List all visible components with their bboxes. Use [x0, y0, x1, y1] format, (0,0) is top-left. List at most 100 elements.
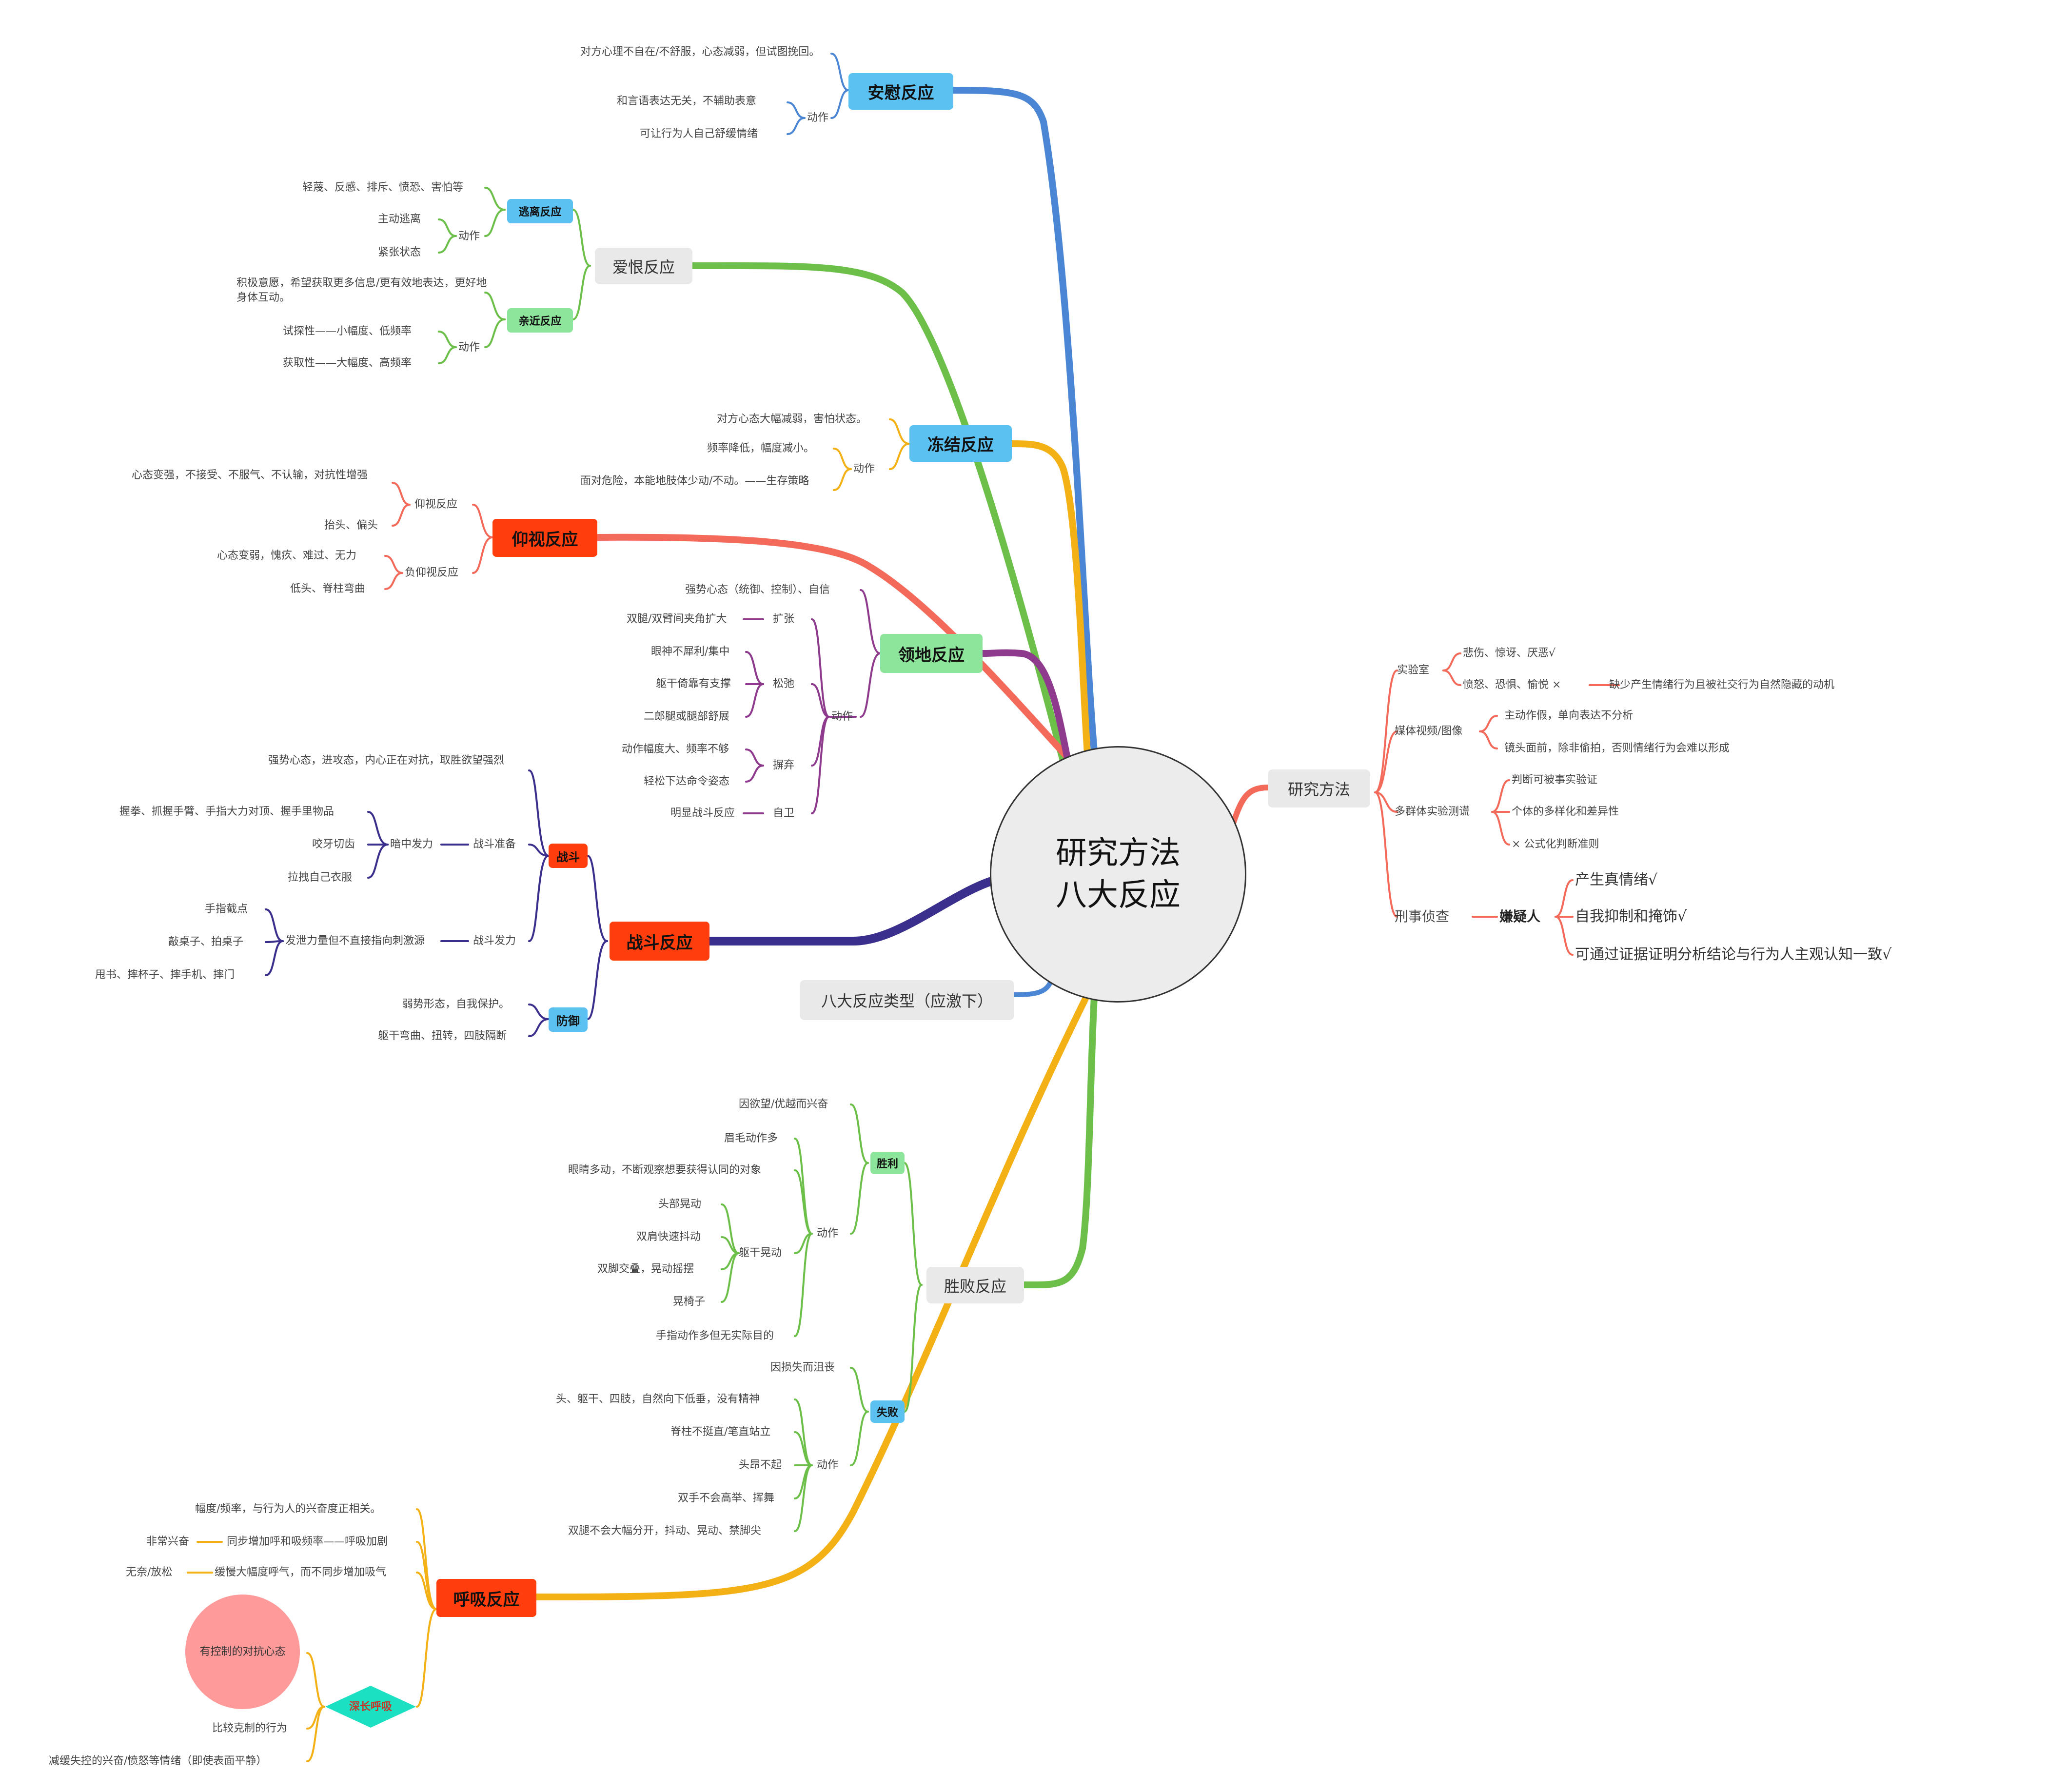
- topic-comfort[interactable]: 安慰反应: [848, 73, 953, 110]
- topic-approach[interactable]: 亲近反应: [507, 308, 573, 333]
- topic-fight[interactable]: 战斗反应: [610, 922, 709, 961]
- look-up-desc: 心态变强，不接受、不服气、不认输，对抗性增强: [132, 469, 368, 481]
- topic-battle[interactable]: 战斗: [549, 844, 588, 868]
- deep-breath-1: 比较克制的行为: [212, 1722, 288, 1734]
- win-torso-2: 双肩快速抖动: [636, 1231, 701, 1243]
- win-eyebrow: 眉毛动作多: [724, 1132, 778, 1144]
- method-criminal-2: 自我抑制和掩饰√: [1575, 908, 1687, 925]
- freeze-action-label: 动作: [853, 463, 875, 475]
- branch-method: [1228, 785, 1271, 832]
- branch-winlose: [1021, 984, 1098, 1289]
- types-topic[interactable]: 八大反应类型（应激下）: [800, 980, 1014, 1020]
- method-group-3: × 公式化判断准则: [1512, 838, 1599, 850]
- win-torso: 躯干晃动: [739, 1247, 782, 1259]
- topic-defense[interactable]: 防御: [549, 1007, 588, 1032]
- method-lab-bad: 愤怒、恐惧、愉悦 ×: [1463, 679, 1561, 691]
- method-media: 媒体视频/图像: [1395, 725, 1463, 737]
- central-topic-line2: 八大反应: [1056, 877, 1181, 913]
- battle-prep: 战斗准备: [473, 838, 516, 850]
- territory-dispose-1: 动作幅度大、频率不够: [622, 743, 729, 755]
- breath-desc: 幅度/频率，与行为人的兴奋度正相关。: [195, 1503, 381, 1515]
- breath-slow: 缓慢大幅度呼气，而不同步增加吸气: [215, 1566, 387, 1578]
- look-down-desc: 心态变弱，愧疚、难过、无力: [217, 550, 357, 562]
- territory-relax: 松弛: [773, 678, 795, 690]
- topic-method[interactable]: 研究方法: [1268, 769, 1370, 807]
- method-lab: 实验室: [1397, 664, 1430, 676]
- breath-fast-tag: 非常兴奋: [146, 1536, 190, 1548]
- method-media-2: 镜头面前，除非偷拍，否则情绪行为会难以形成: [1504, 742, 1730, 754]
- freeze-action-1: 频率降低，幅度减小。: [707, 442, 815, 454]
- lose-3: 头昂不起: [739, 1459, 782, 1471]
- win-action-label: 动作: [817, 1227, 839, 1240]
- avoid-desc: 轻蔑、反感、排斥、愤恐、害怕等: [302, 181, 464, 194]
- territory-desc: 强势心态（统御、控制）、自信: [685, 584, 830, 596]
- topic-win[interactable]: 胜利: [870, 1152, 905, 1174]
- battle-power-1: 手指截点: [205, 903, 248, 915]
- defense-1: 弱势形态，自我保护。: [402, 998, 510, 1010]
- method-criminal-1: 产生真情绪√: [1575, 871, 1658, 888]
- avoid-action-1: 主动逃离: [378, 213, 421, 225]
- comfort-action-2: 可让行为人自己舒缓情绪: [640, 128, 758, 140]
- central-topic[interactable]: 研究方法 八大反应: [990, 746, 1246, 1003]
- avoid-action-label: 动作: [458, 230, 480, 242]
- method-criminal: 刑事侦查: [1395, 908, 1450, 925]
- lose-1: 头、躯干、四肢，自然向下低垂，没有精神: [556, 1393, 760, 1405]
- deep-breath-diamond[interactable]: [324, 1685, 417, 1729]
- territory-action-label: 动作: [831, 710, 853, 723]
- look-up-action: 抬头、偏头: [324, 519, 378, 532]
- territory-dispose-2: 轻松下达命令姿态: [644, 775, 730, 788]
- topic-look[interactable]: 仰视反应: [492, 519, 597, 557]
- method-suspect: 嫌疑人: [1499, 908, 1541, 925]
- lose-action-label: 动作: [817, 1459, 839, 1471]
- approach-desc: 积极意愿，希望获取更多信息/更有效地表达，更好地身体互动。: [236, 277, 487, 304]
- comfort-action-1: 和言语表达无关，不辅助表意: [617, 95, 757, 107]
- topic-freeze[interactable]: 冻结反应: [909, 425, 1012, 462]
- topic-territory[interactable]: 领地反应: [880, 634, 983, 673]
- central-topic-line1: 研究方法: [1056, 835, 1181, 871]
- win-hands: 手指动作多但无实际目的: [656, 1330, 774, 1342]
- battle-prep-3: 拉拽自己衣服: [288, 871, 353, 884]
- battle-prep-sub: 暗中发力: [390, 838, 433, 850]
- look-up-title: 仰视反应: [414, 498, 458, 511]
- battle-power-3: 甩书、摔杯子、摔手机、摔门: [95, 969, 235, 981]
- win-torso-3: 双脚交叠，晃动摇摆: [597, 1263, 694, 1275]
- branch-look: [594, 533, 1076, 767]
- branch-comfort: [950, 87, 1098, 759]
- defense-2: 躯干弯曲、扭转，四肢隔断: [378, 1030, 507, 1042]
- lose-4: 双手不会高举、挥舞: [678, 1492, 775, 1504]
- look-down-title: 负仰视反应: [405, 567, 459, 579]
- branch-fight: [705, 877, 994, 946]
- territory-relax-2: 躯干倚靠有支撑: [656, 678, 731, 690]
- approach-action-label: 动作: [458, 341, 480, 354]
- branch-freeze: [1008, 440, 1091, 757]
- battle-power: 战斗发力: [473, 935, 516, 947]
- breath-fast: 同步增加呼和吸频率——呼吸加剧: [227, 1536, 388, 1548]
- territory-expand: 扩张: [773, 613, 795, 625]
- win-torso-1: 头部晃动: [658, 1198, 702, 1210]
- method-lab-reason: 缺少产生情绪行为且被社交行为自然隐藏的动机: [1609, 679, 1835, 691]
- topic-lose[interactable]: 失败: [870, 1400, 905, 1423]
- approach-action-2: 获取性——大幅度、高频率: [283, 357, 412, 369]
- battle-prep-2: 咬牙切齿: [312, 838, 355, 850]
- territory-relax-1: 眼神不犀利/集中: [651, 646, 730, 658]
- win-eyes: 眼睛多动，不断观察想要获得认同的对象: [568, 1164, 762, 1176]
- branch-love-hate: [689, 262, 1066, 764]
- territory-expand-1: 双腿/双臂间夹角扩大: [627, 613, 727, 625]
- topic-avoid[interactable]: 逃离反应: [507, 199, 573, 223]
- breath-slow-tag: 无奈/放松: [126, 1566, 173, 1578]
- freeze-psych: 对方心态大幅减弱，害怕状态。: [717, 413, 867, 425]
- topic-win-lose[interactable]: 胜败反应: [926, 1267, 1024, 1303]
- deep-breath-circle[interactable]: 有控制的对抗心态: [185, 1595, 300, 1709]
- territory-relax-3: 二郎腿或腿部舒展: [644, 710, 730, 723]
- topic-breath[interactable]: 呼吸反应: [436, 1579, 536, 1617]
- freeze-action-2: 面对危险，本能地肢体少动/不动。——生存策略: [580, 475, 809, 487]
- lose-5: 双腿不会大幅分开，抖动、晃动、禁脚尖: [568, 1525, 762, 1537]
- branch-territory: [979, 649, 1071, 764]
- win-desc: 因欲望/优越而兴奋: [739, 1098, 828, 1110]
- battle-power-2: 敲桌子、拍桌子: [168, 936, 244, 948]
- approach-action-1: 试探性——小幅度、低频率: [283, 325, 412, 337]
- look-down-action: 低头、脊柱弯曲: [290, 583, 366, 595]
- topic-love-hate[interactable]: 爱恨反应: [595, 248, 692, 284]
- avoid-action-2: 紧张状态: [378, 246, 421, 258]
